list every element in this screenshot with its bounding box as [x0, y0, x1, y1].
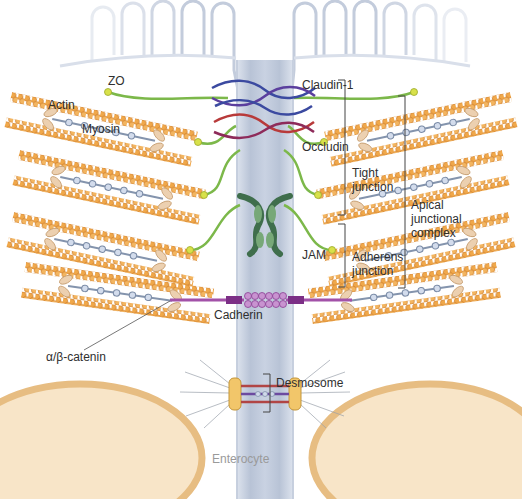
intercellular-space [236, 60, 294, 499]
jam-domain [254, 205, 276, 248]
structure-label: Actin [48, 98, 75, 112]
cell-membrane [293, 60, 294, 499]
structure-label: Claudin-1 [302, 78, 353, 92]
claudin-strand [212, 81, 315, 115]
structure-label: Cadherin [214, 308, 263, 322]
cell-label: Enterocyte [212, 452, 269, 466]
jam-protein [240, 196, 290, 254]
bracket [263, 80, 405, 412]
zo-anchor [105, 89, 418, 254]
region-label: Desmosome [276, 376, 343, 390]
actin-myosin-left [5, 92, 215, 324]
region-label: Adherens junction [352, 250, 422, 278]
nucleus [312, 384, 522, 499]
cell-membrane [237, 60, 238, 499]
structure-label: ZO [108, 74, 125, 88]
structure-label: Myosin [82, 122, 120, 136]
nucleus [0, 384, 202, 499]
occludin-strand [214, 115, 314, 138]
cadherin-protein [170, 293, 352, 308]
region-label: Apical junctional complex [411, 198, 487, 240]
structure-label: α/β-catenin [46, 350, 106, 364]
structure-label: JAM [302, 248, 326, 262]
cell-apex [60, 55, 236, 66]
desmosome-structure [180, 360, 350, 428]
leader-line [84, 301, 170, 350]
cell-apex [294, 55, 470, 66]
structure-label: Occludin [302, 140, 349, 154]
actin-myosin-right [308, 92, 518, 324]
region-label: Tight junction [352, 166, 412, 194]
